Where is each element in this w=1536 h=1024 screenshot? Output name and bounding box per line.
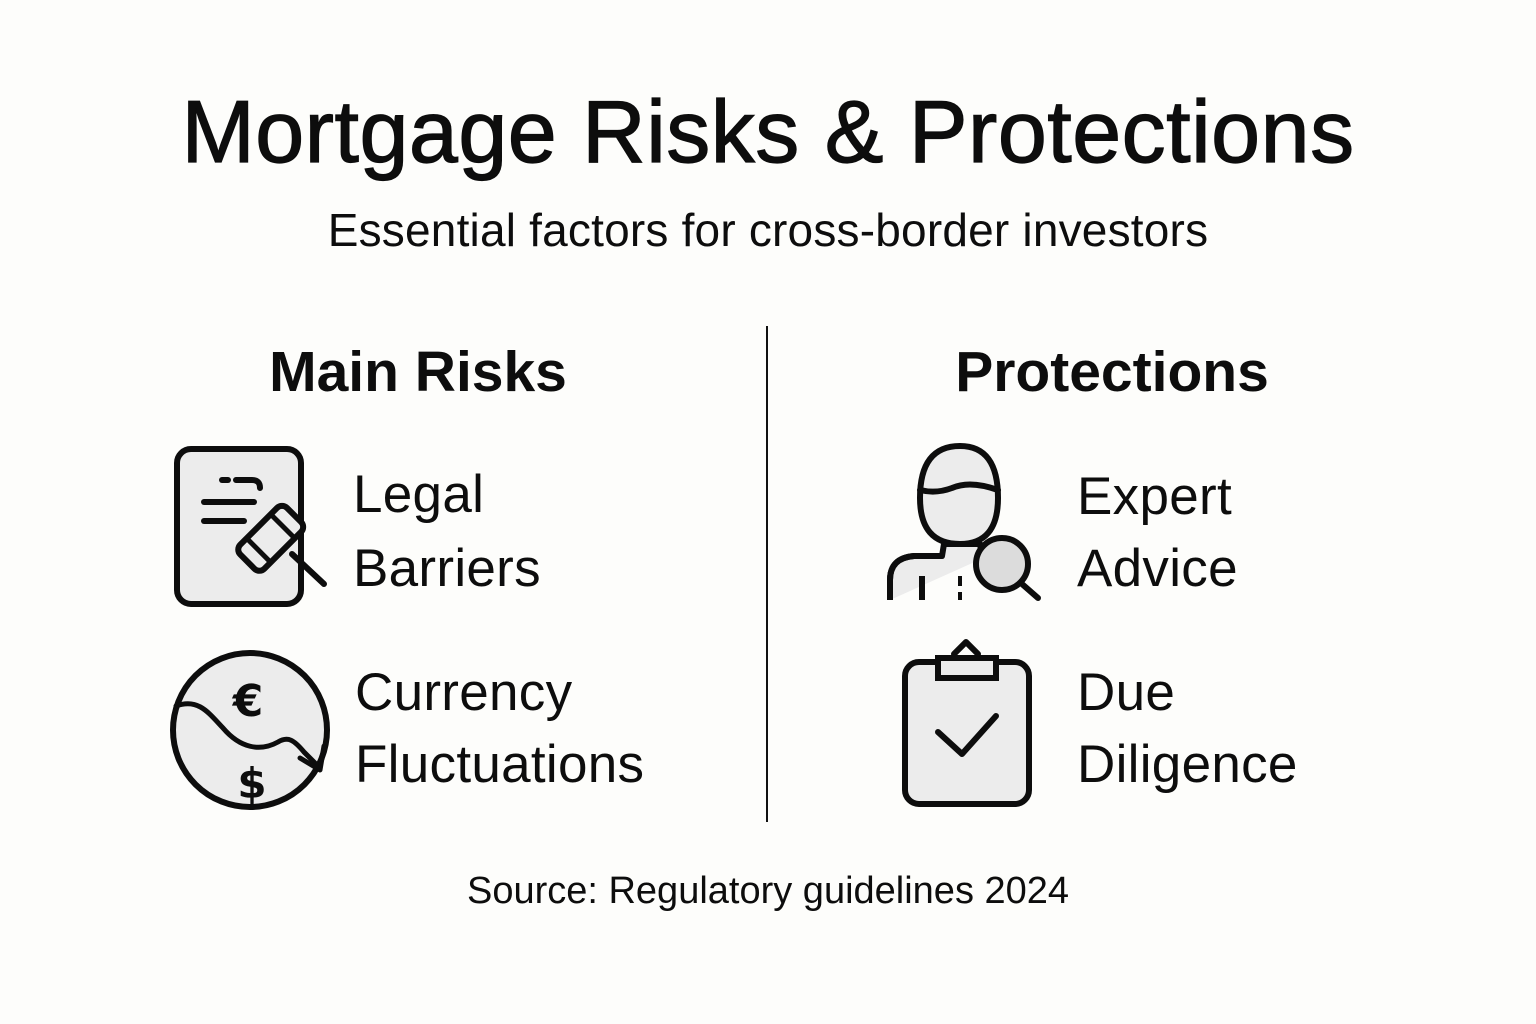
expert-label-line2: Advice [1077, 539, 1238, 598]
protections-heading: Protections [955, 340, 1269, 404]
legal-label-line1: Legal [353, 465, 485, 524]
main-risks-heading: Main Risks [269, 340, 567, 404]
source-note: Source: Regulatory guidelines 2024 [466, 870, 1070, 912]
svg-text:$: $ [237, 759, 266, 808]
page-title: Mortgage Risks & Protections [181, 81, 1355, 181]
currency-label-line2: Fluctuations [355, 735, 645, 794]
column-divider [766, 326, 768, 822]
expert-person-magnifier-icon [887, 442, 1041, 601]
due-label-line2: Diligence [1077, 735, 1298, 794]
expert-label-line1: Expert [1077, 467, 1232, 526]
svg-text:€: € [232, 676, 264, 727]
page-subtitle: Essential factors for cross-border inves… [327, 204, 1209, 256]
currency-euro-dollar-icon: € $ [170, 650, 330, 810]
clipboard-check-icon [902, 639, 1032, 807]
due-label-line1: Due [1077, 663, 1176, 722]
legal-label-line2: Barriers [353, 539, 541, 598]
legal-document-gavel-icon [174, 446, 327, 607]
currency-label-line1: Currency [355, 663, 573, 722]
